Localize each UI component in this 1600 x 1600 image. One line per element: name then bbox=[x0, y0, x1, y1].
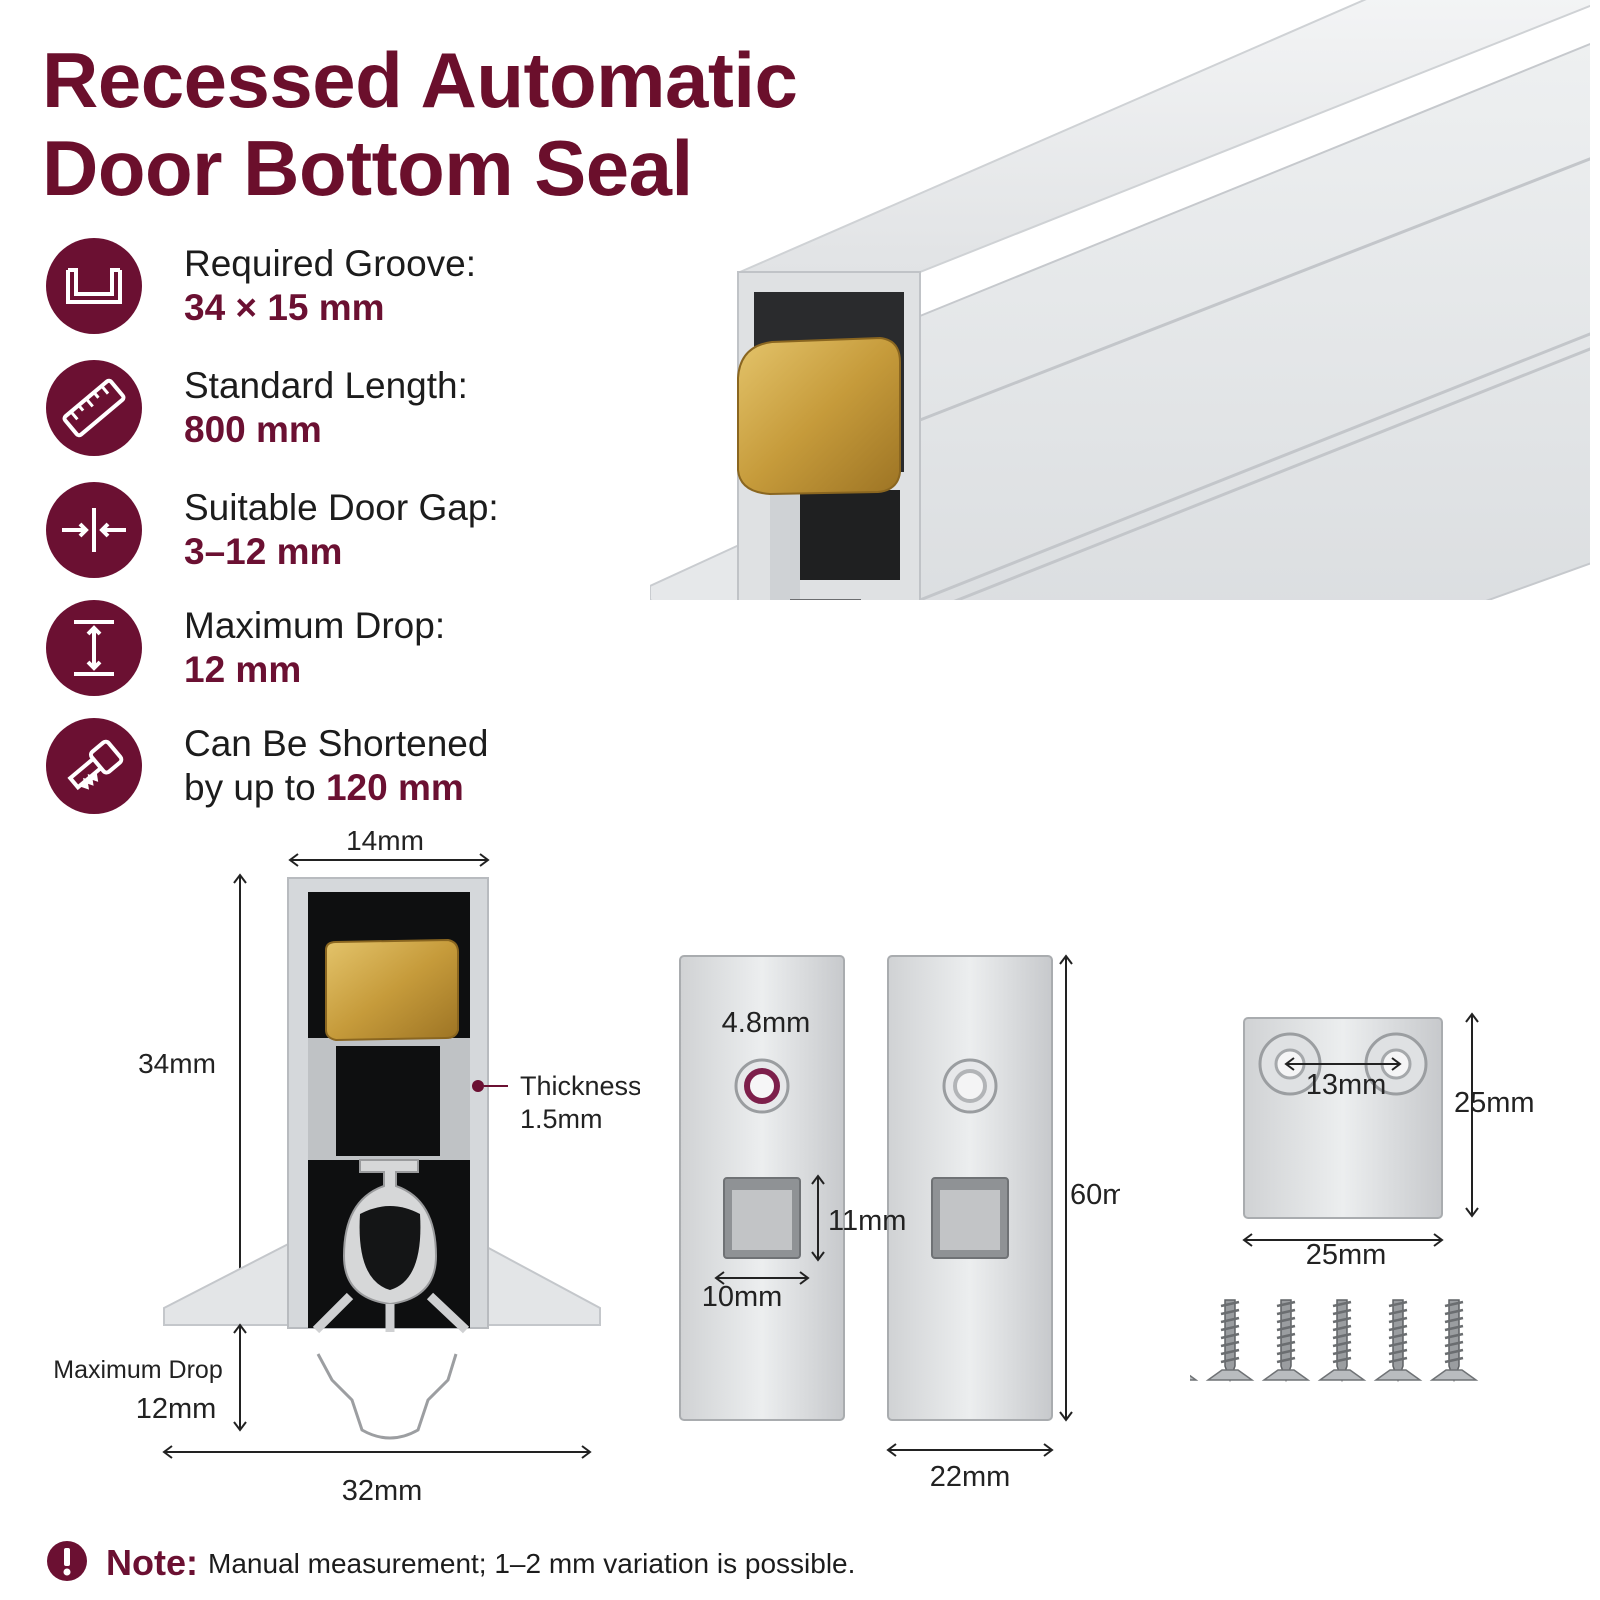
slot-width-label: 10mm bbox=[702, 1281, 783, 1313]
feature-label: Can Be Shortened bbox=[184, 723, 489, 764]
flange-right bbox=[469, 1236, 601, 1326]
slot-height-arrow bbox=[811, 1174, 825, 1262]
width-bottom-arrow bbox=[162, 1445, 592, 1459]
feature-label: Standard Length: bbox=[184, 365, 468, 406]
screw-icon bbox=[1190, 1374, 1199, 1381]
dropped-gasket-outline bbox=[316, 1353, 458, 1440]
screw-icon bbox=[1205, 1299, 1255, 1383]
feature-value: 12 mm bbox=[184, 649, 302, 690]
page-title: Recessed Automatic Door Bottom Seal bbox=[42, 36, 798, 212]
plate-height-arrow bbox=[1059, 954, 1073, 1422]
square-height-label: 25mm bbox=[1454, 1087, 1535, 1119]
note-label: Note: bbox=[106, 1542, 198, 1583]
square-plate-diagram: 13mm 25mm 25mm bbox=[1190, 1012, 1535, 1383]
warning-icon bbox=[47, 1541, 87, 1581]
screw-icon bbox=[1373, 1299, 1423, 1383]
feature-maximum-drop: Maximum Drop: 12 mm bbox=[46, 600, 646, 700]
feature-door-gap: Suitable Door Gap: 3–12 mm bbox=[46, 482, 646, 582]
feature-label: Maximum Drop: bbox=[184, 605, 446, 646]
feature-value-number: 120 mm bbox=[325, 767, 464, 808]
width-top-label: 14mm bbox=[346, 825, 424, 856]
plate-height-label: 60mm bbox=[1070, 1179, 1120, 1211]
feature-required-groove: Required Groove: 34 × 15 mm bbox=[46, 238, 646, 338]
max-drop-label: Maximum Drop bbox=[53, 1356, 222, 1384]
square-width-label: 25mm bbox=[1306, 1239, 1387, 1271]
feature-value: 34 × 15 mm bbox=[184, 287, 385, 328]
drop-icon bbox=[46, 600, 142, 696]
feature-can-be-shortened: Can Be Shortened by up to 120 mm bbox=[46, 718, 646, 818]
hole-diameter-label: 4.8mm bbox=[722, 1007, 811, 1039]
cross-section-diagram: 14mm 34mm Thickness 1.5mm Maximum Drop 1… bbox=[53, 825, 640, 1507]
title-line-2: Door Bottom Seal bbox=[42, 124, 693, 212]
strike-plates-diagram: 4.8mm 11mm 10mm 60mm 22mm bbox=[679, 954, 1120, 1493]
screw-icon bbox=[1429, 1299, 1479, 1383]
plate-width-label: 22mm bbox=[930, 1461, 1011, 1493]
square-width-arrow bbox=[1242, 1233, 1444, 1247]
feature-value: by up to 120 mm bbox=[184, 766, 464, 810]
groove-icon bbox=[46, 238, 142, 334]
door-gap-icon bbox=[46, 482, 142, 578]
height-label: 34mm bbox=[138, 1048, 216, 1079]
slot-width-arrow bbox=[714, 1271, 810, 1285]
max-drop-value: 12mm bbox=[136, 1393, 217, 1425]
feature-value: 800 mm bbox=[184, 409, 322, 450]
max-drop-arrow bbox=[233, 1323, 247, 1432]
screw-icon bbox=[1261, 1299, 1311, 1383]
feature-label: Suitable Door Gap: bbox=[184, 487, 499, 528]
thickness-value: 1.5mm bbox=[520, 1104, 603, 1134]
height-arrow bbox=[233, 873, 247, 1319]
screw-icon bbox=[1317, 1299, 1367, 1383]
hole-spacing-arrow bbox=[1284, 1057, 1402, 1071]
feature-label: Required Groove: bbox=[184, 243, 477, 284]
hole-spacing-label: 13mm bbox=[1306, 1069, 1387, 1101]
note-text: Manual measurement; 1–2 mm variation is … bbox=[208, 1548, 856, 1579]
plate-width-arrow bbox=[886, 1443, 1054, 1457]
square-height-arrow bbox=[1465, 1012, 1479, 1218]
slot-height-label: 11mm bbox=[828, 1205, 906, 1237]
feature-standard-length: Standard Length: 800 mm bbox=[46, 360, 646, 460]
ruler-icon bbox=[46, 360, 142, 456]
feature-value: 3–12 mm bbox=[184, 531, 343, 572]
brass-trigger bbox=[325, 938, 459, 1042]
width-top-arrow bbox=[288, 853, 490, 867]
title-line-1: Recessed Automatic bbox=[42, 36, 798, 124]
width-bottom-label: 32mm bbox=[342, 1475, 423, 1507]
flange-left bbox=[163, 1236, 301, 1326]
door-seal-render bbox=[650, 0, 1590, 600]
feature-value-prefix: by up to bbox=[184, 767, 326, 808]
thickness-marker bbox=[472, 1080, 484, 1092]
thickness-label: Thickness bbox=[520, 1071, 640, 1101]
gasket-fins bbox=[312, 1292, 470, 1334]
screws-group bbox=[1190, 1299, 1479, 1383]
saw-icon bbox=[46, 718, 142, 814]
